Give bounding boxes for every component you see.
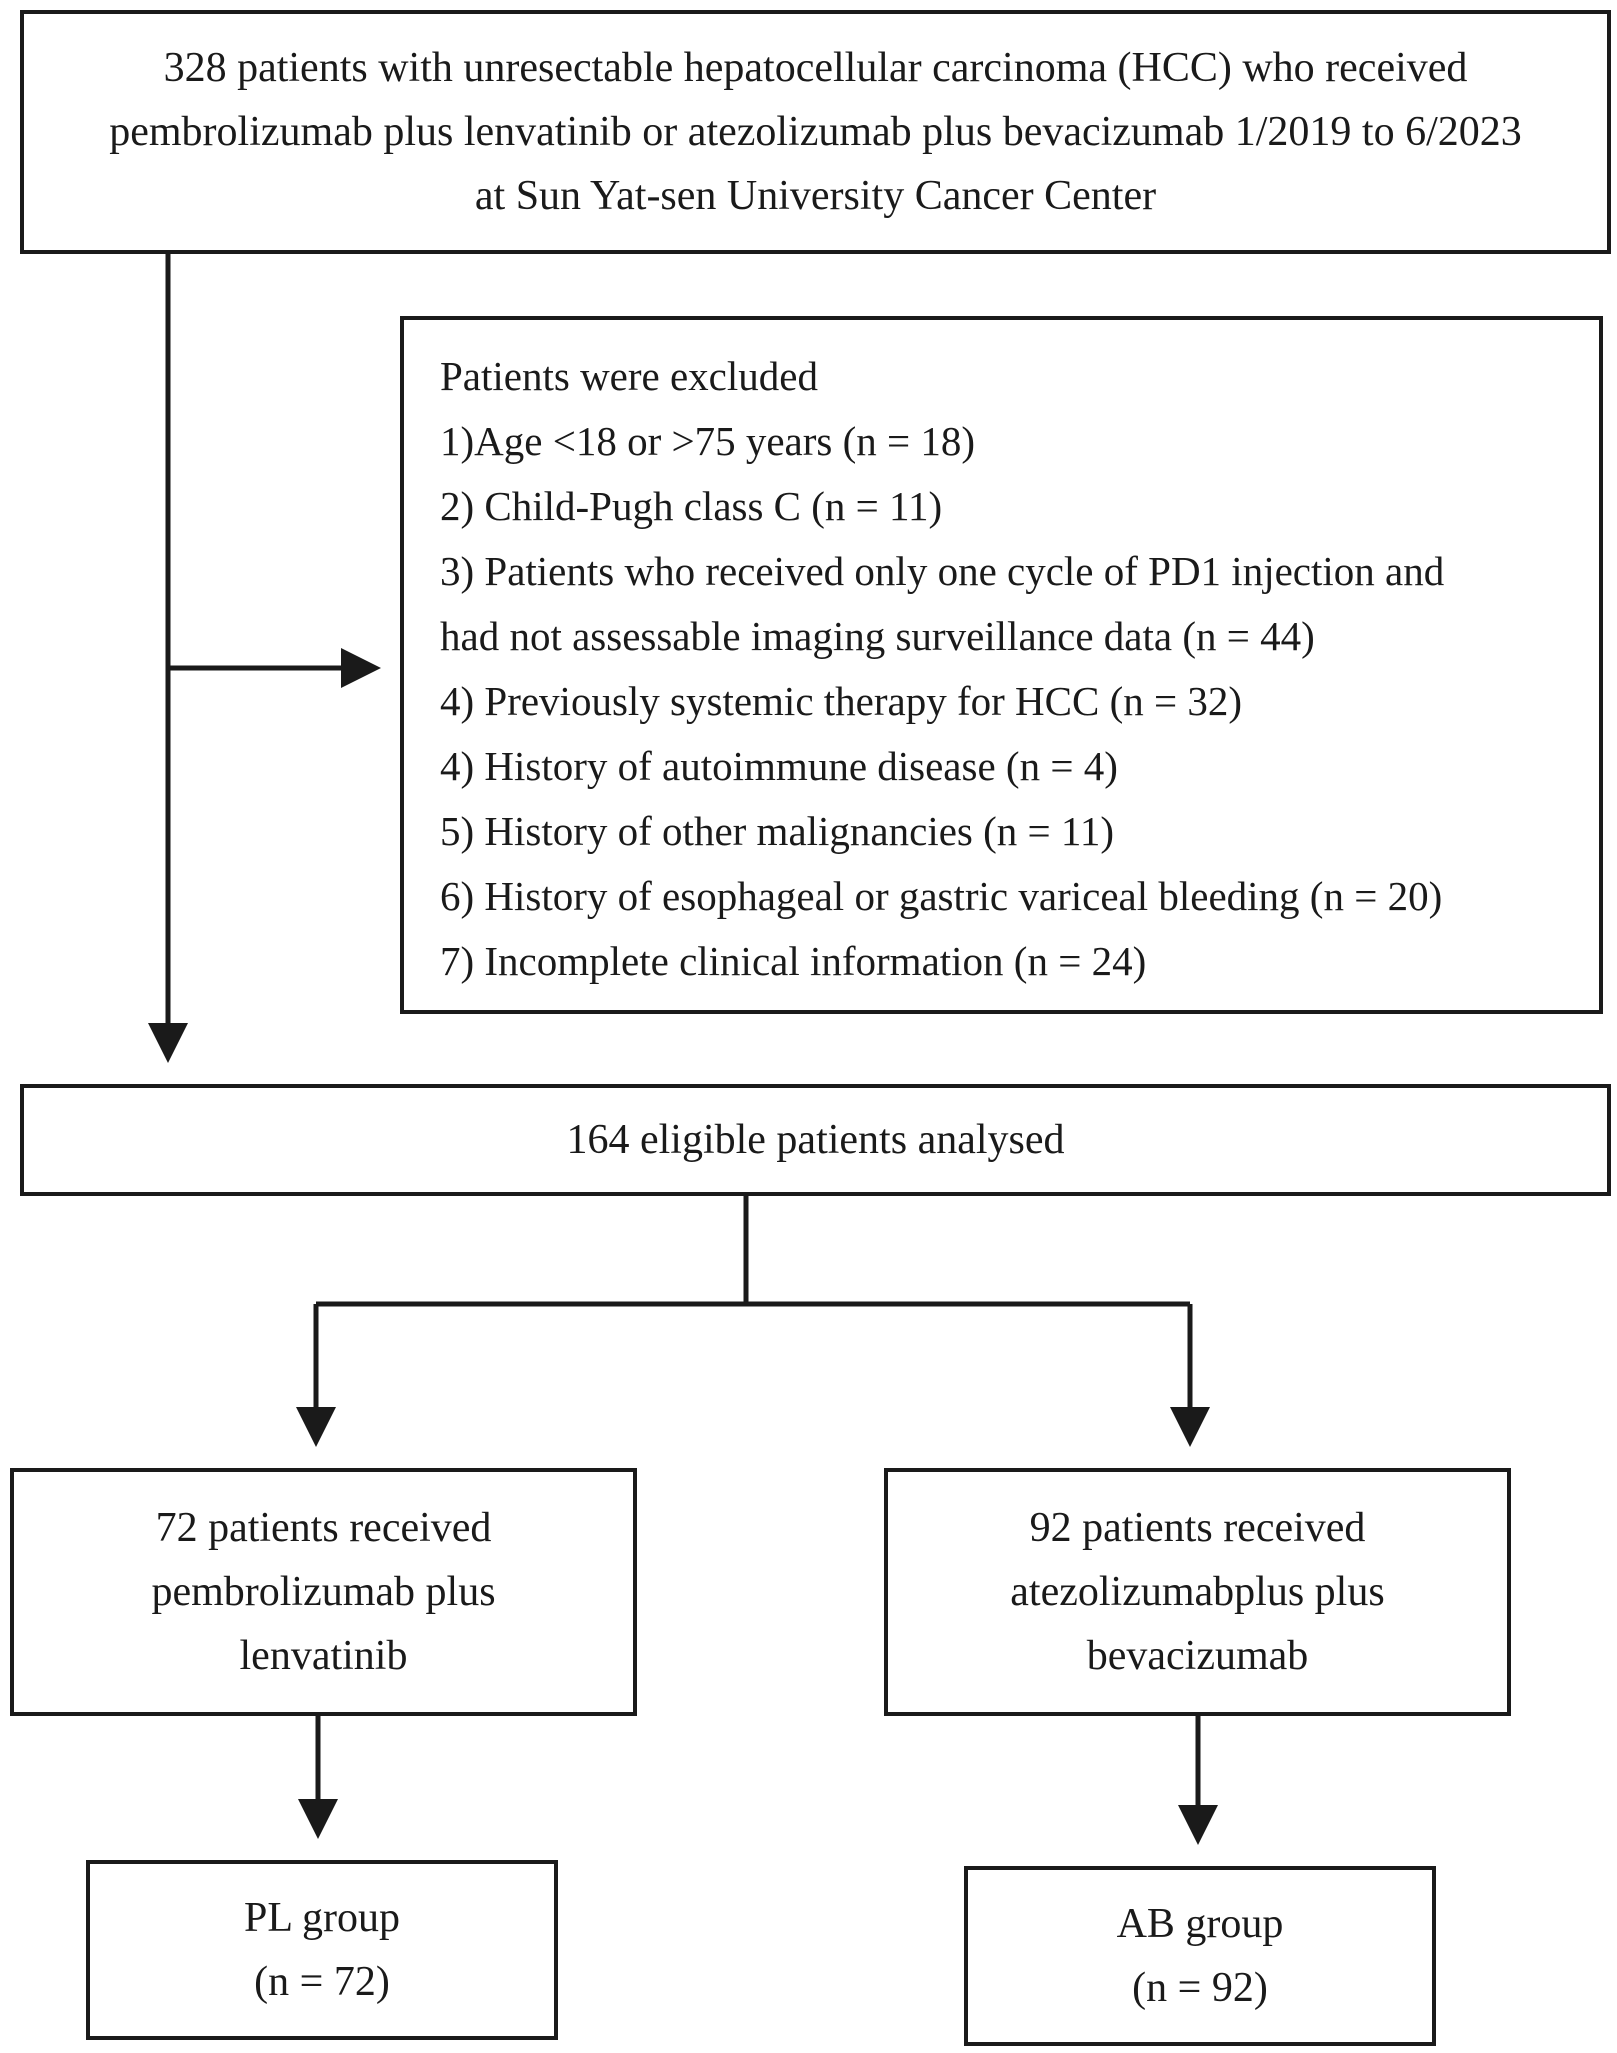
exclusion-item: 7) Incomplete clinical information (n = … (440, 938, 1147, 984)
pl-group-count: (n = 72) (254, 1959, 390, 2005)
pl-group-box: PL group (n = 72) (86, 1860, 558, 2040)
exclusion-title: Patients were excluded (440, 353, 818, 399)
source-population-box: 328 patients with unresectable hepatocel… (20, 10, 1611, 254)
exclusion-item: 1)Age <18 or >75 years (n = 18) (440, 418, 976, 464)
ab-arm-line: 92 patients received (1029, 1505, 1366, 1551)
pl-arm-line: pembrolizumab plus (151, 1569, 496, 1615)
ab-group-box: AB group (n = 92) (964, 1866, 1436, 2046)
exclusion-item: 2) Child-Pugh class C (n = 11) (440, 483, 943, 529)
pl-treatment-arm-box: 72 patients received pembrolizumab plus … (10, 1468, 637, 1716)
source-line-1: 328 patients with unresectable hepatocel… (163, 45, 1468, 91)
exclusion-item: 4) Previously systemic therapy for HCC (… (440, 678, 1243, 724)
exclusion-item: had not assessable imaging surveillance … (440, 613, 1315, 659)
ab-arm-line: atezolizumabplus plus (1010, 1569, 1385, 1615)
ab-arm-line: bevacizumab (1086, 1633, 1309, 1679)
ab-treatment-arm-box: 92 patients received atezolizumabplus pl… (884, 1468, 1511, 1716)
pl-arm-line: lenvatinib (239, 1633, 408, 1679)
pl-group-label: PL group (244, 1895, 400, 1941)
source-line-3: at Sun Yat-sen University Cancer Center (474, 173, 1157, 219)
exclusion-criteria-box: Patients were excluded 1)Age <18 or >75 … (400, 316, 1603, 1014)
exclusion-item: 4) History of autoimmune disease (n = 4) (440, 743, 1118, 789)
ab-group-label: AB group (1116, 1901, 1284, 1947)
exclusion-item: 6) History of esophageal or gastric vari… (440, 873, 1443, 919)
exclusion-item: 5) History of other malignancies (n = 11… (440, 808, 1115, 854)
eligible-text: 164 eligible patients analysed (566, 1117, 1065, 1163)
eligible-patients-box: 164 eligible patients analysed (20, 1084, 1611, 1196)
exclusion-item: 3) Patients who received only one cycle … (440, 548, 1445, 594)
source-line-2: pembrolizumab plus lenvatinib or atezoli… (109, 109, 1522, 155)
ab-group-count: (n = 92) (1132, 1965, 1268, 2011)
pl-arm-line: 72 patients received (155, 1505, 492, 1551)
